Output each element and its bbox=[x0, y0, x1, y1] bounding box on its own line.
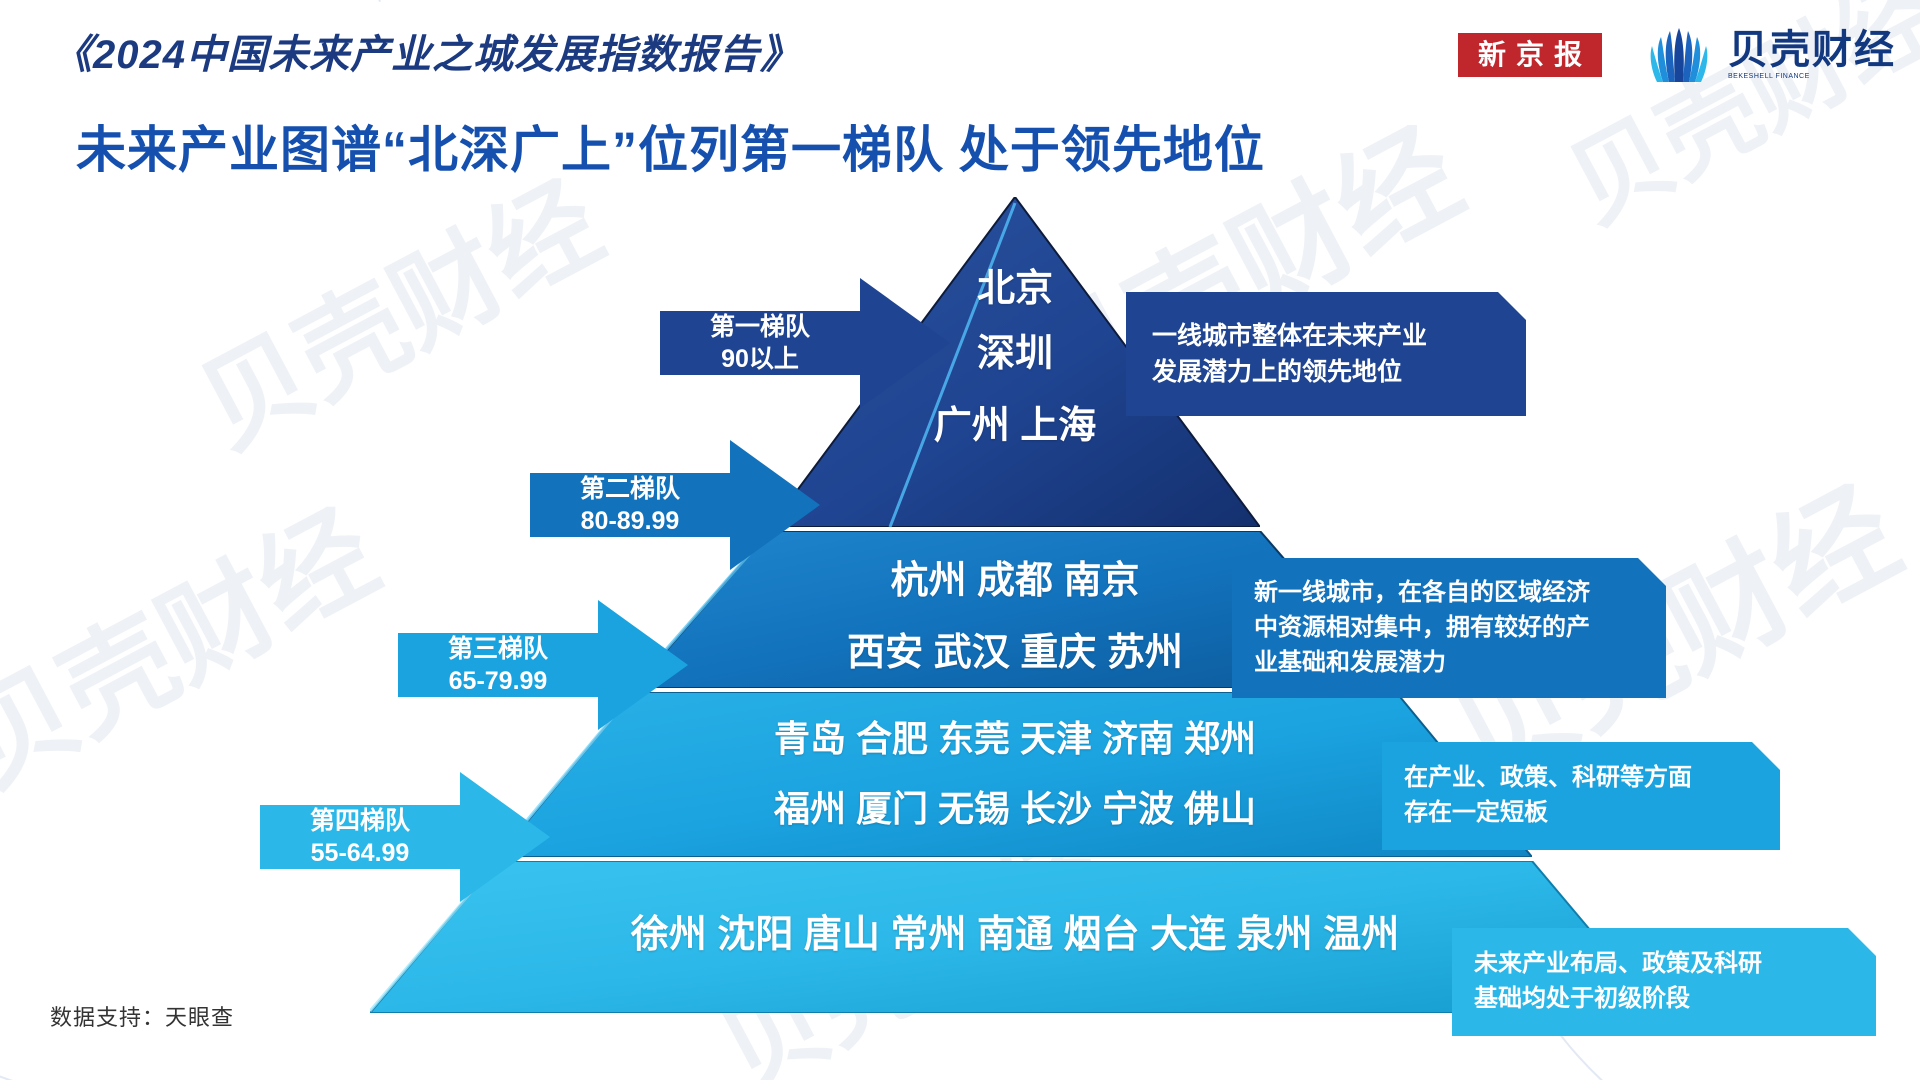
report-title: 《2024中国未来产业之城发展指数报告》 bbox=[52, 33, 801, 77]
tier-4-city-row: 徐州 沈阳 唐山 常州 南通 烟台 大连 泉州 温州 bbox=[630, 914, 1400, 956]
tier-4-note[interactable]: 未来产业布局、政策及科研 基础均处于初级阶段 bbox=[1452, 928, 1876, 1036]
beike-finance-subtext: BEKESHELL FINANCE bbox=[1728, 73, 1810, 80]
beike-finance-wordmark: 贝壳财经 bbox=[1728, 28, 1896, 72]
tier-3-badge[interactable]: 第三梯队 65-79.99 bbox=[398, 600, 688, 730]
beike-finance-logo: 贝壳财经 BEKESHELL FINANCE bbox=[1642, 26, 1896, 84]
xinjingbao-logo: 新京报 bbox=[1457, 32, 1602, 78]
tier-4-note-text: 未来产业布局、政策及科研 基础均处于初级阶段 bbox=[1474, 950, 1762, 1012]
tier-3-city-row: 青岛 合肥 东莞 天津 济南 郑州 bbox=[773, 718, 1256, 759]
tier-1-badge-name: 第一梯队 bbox=[709, 312, 810, 341]
tier-3-note[interactable]: 在产业、政策、科研等方面 存在一定短板 bbox=[1382, 742, 1780, 850]
tier-2-note[interactable]: 新一线城市，在各自的区域经济 中资源相对集中，拥有较好的产 业基础和发展潜力 bbox=[1232, 558, 1666, 698]
tier-1-city-row: 深圳 bbox=[976, 333, 1053, 375]
tier-2-city-row: 杭州 成都 南京 bbox=[890, 560, 1140, 602]
tier-4-badge-score: 55-64.99 bbox=[310, 839, 410, 867]
logo-group: 新京报 贝壳财经 BEKESHELL FINANCE bbox=[1457, 26, 1896, 84]
tier-1-badge-score: 90以上 bbox=[721, 345, 799, 373]
tier-4-badge-name: 第四梯队 bbox=[309, 806, 410, 835]
tier-4-badge[interactable]: 第四梯队 55-64.99 bbox=[260, 772, 550, 902]
tier-1-note[interactable]: 一线城市整体在未来产业 发展潜力上的领先地位 bbox=[1126, 292, 1526, 416]
pyramid-tier-4: 徐州 沈阳 唐山 常州 南通 烟台 大连 泉州 温州 bbox=[370, 861, 1660, 1013]
tier-2-badge[interactable]: 第二梯队 80-89.99 bbox=[530, 440, 820, 570]
header: 《2024中国未来产业之城发展指数报告》 新京报 贝壳 bbox=[0, 0, 1920, 190]
tier-1-badge[interactable]: 第一梯队 90以上 bbox=[660, 278, 950, 408]
tier-1-city-row: 广州 上海 bbox=[933, 405, 1097, 447]
tier-2-badge-name: 第二梯队 bbox=[579, 474, 680, 503]
pyramid-tier-3: 青岛 合肥 东莞 天津 济南 郑州 福州 厦门 无锡 长沙 宁波 佛山 bbox=[498, 692, 1532, 857]
tier-2-city-row: 西安 武汉 重庆 苏州 bbox=[847, 632, 1183, 674]
tier-3-badge-name: 第三梯队 bbox=[447, 634, 548, 663]
data-source-credit: 数据支持：天眼查 bbox=[50, 1005, 235, 1030]
tier-1-city-row: 北京 bbox=[976, 268, 1053, 310]
tier-3-badge-score: 65-79.99 bbox=[448, 667, 548, 695]
tier-3-city-row: 福州 厦门 无锡 长沙 宁波 佛山 bbox=[773, 788, 1256, 829]
page-headline: 未来产业图谱“北深广上”位列第一梯队 处于领先地位 bbox=[76, 122, 1265, 178]
tier-2-badge-score: 80-89.99 bbox=[580, 507, 680, 535]
tier-2-note-text: 新一线城市，在各自的区域经济 中资源相对集中，拥有较好的产 业基础和发展潜力 bbox=[1254, 578, 1590, 676]
beike-shell-icon bbox=[1642, 26, 1716, 84]
tier-1-note-text: 一线城市整体在未来产业 发展潜力上的领先地位 bbox=[1152, 321, 1428, 386]
tier-3-note-text: 在产业、政策、科研等方面 存在一定短板 bbox=[1404, 764, 1692, 826]
